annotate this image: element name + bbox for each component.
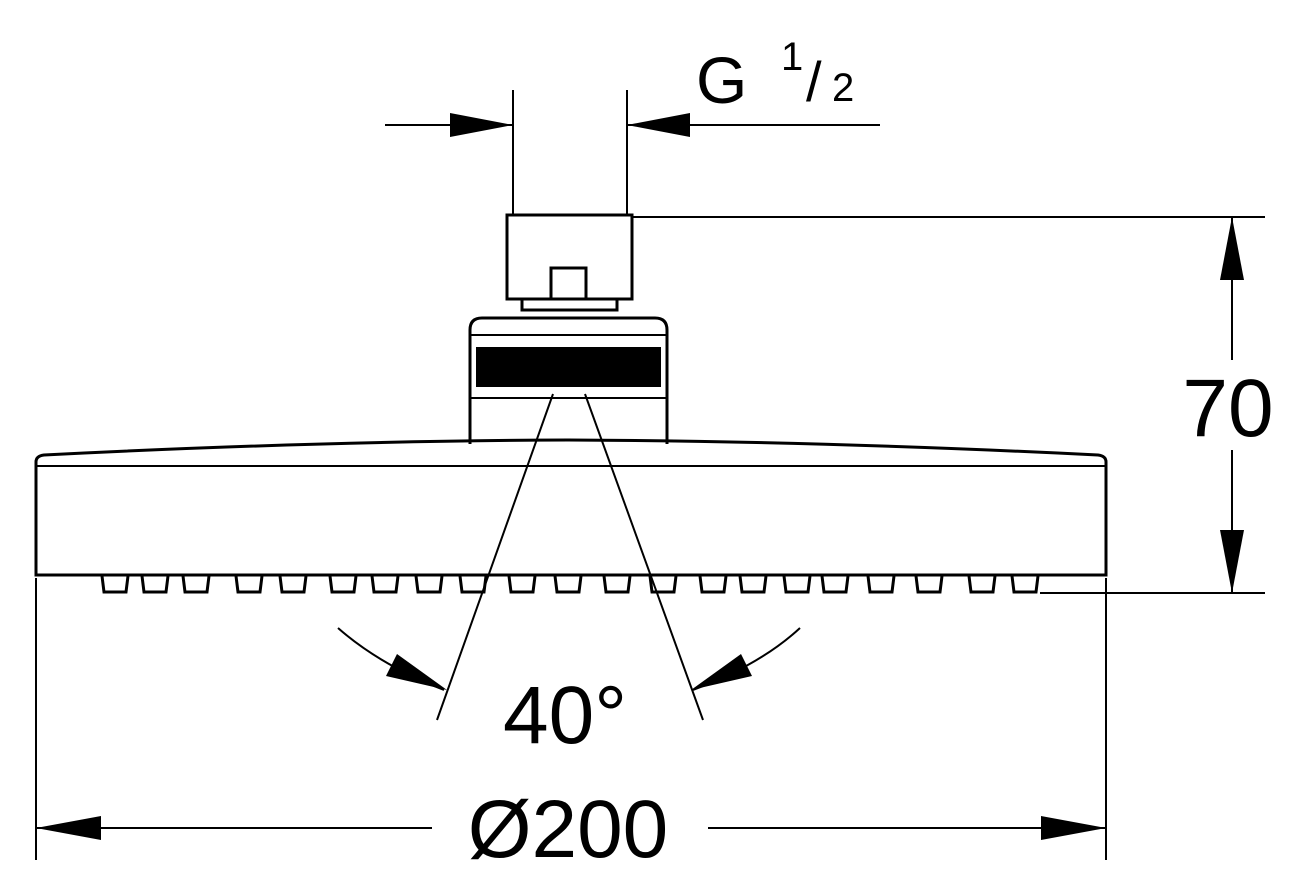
spray-nozzle	[1010, 575, 1040, 594]
diameter-dimension: Ø200	[35, 578, 1107, 874]
spray-nozzle	[278, 575, 308, 594]
thread-dimension: G 1 / 2	[385, 35, 880, 215]
thread-numerator-label: 1	[781, 35, 803, 79]
spray-angle-arrowhead-right	[691, 654, 752, 690]
diameter-label: Ø200	[468, 784, 669, 874]
spray-nozzle	[967, 575, 997, 594]
thread-arrowhead-left	[450, 113, 513, 137]
thread-slash-label: /	[806, 50, 822, 113]
joint-housing	[468, 316, 669, 444]
spray-nozzle	[140, 575, 170, 594]
spray-nozzle	[602, 575, 632, 594]
connector-nut	[505, 213, 634, 301]
spray-angle-dimension: 40°	[337, 393, 801, 761]
spray-nozzle	[914, 575, 944, 594]
spray-nozzle	[234, 575, 264, 594]
height-label: 70	[1182, 363, 1273, 454]
spray-angle-line-right	[584, 393, 704, 721]
spray-nozzle	[507, 575, 537, 594]
spray-nozzle	[820, 575, 850, 594]
shower-head-body	[34, 213, 1108, 594]
spray-nozzle	[782, 575, 812, 594]
spray-nozzle	[738, 575, 768, 594]
neck-upper	[520, 300, 619, 312]
diameter-arrowhead-right	[1041, 816, 1106, 840]
thread-denominator-label: 2	[832, 66, 854, 110]
spray-nozzle	[458, 575, 488, 594]
joint-housing-band	[476, 347, 661, 387]
spray-nozzle	[370, 575, 400, 594]
spray-nozzle	[698, 575, 728, 594]
spray-nozzle	[414, 575, 444, 594]
spray-nozzle	[866, 575, 896, 594]
height-dimension: 70	[632, 216, 1274, 594]
spray-nozzle	[328, 575, 358, 594]
spray-nozzle	[553, 575, 583, 594]
thread-prefix-label: G	[696, 43, 747, 117]
spray-angle-label: 40°	[503, 670, 627, 761]
height-arrowhead-top	[1220, 217, 1244, 280]
shower-disc	[34, 438, 1108, 577]
spray-nozzle-row	[100, 575, 1040, 594]
thread-arrowhead-right	[627, 113, 690, 137]
spray-angle-line-left	[436, 393, 554, 721]
connector-pin	[549, 266, 588, 301]
height-arrowhead-bottom	[1220, 530, 1244, 593]
diameter-arrowhead-left	[36, 816, 101, 840]
spray-angle-arrowhead-left	[386, 654, 447, 690]
spray-nozzle	[181, 575, 211, 594]
spray-nozzle	[100, 575, 130, 594]
spray-nozzle	[648, 575, 678, 594]
